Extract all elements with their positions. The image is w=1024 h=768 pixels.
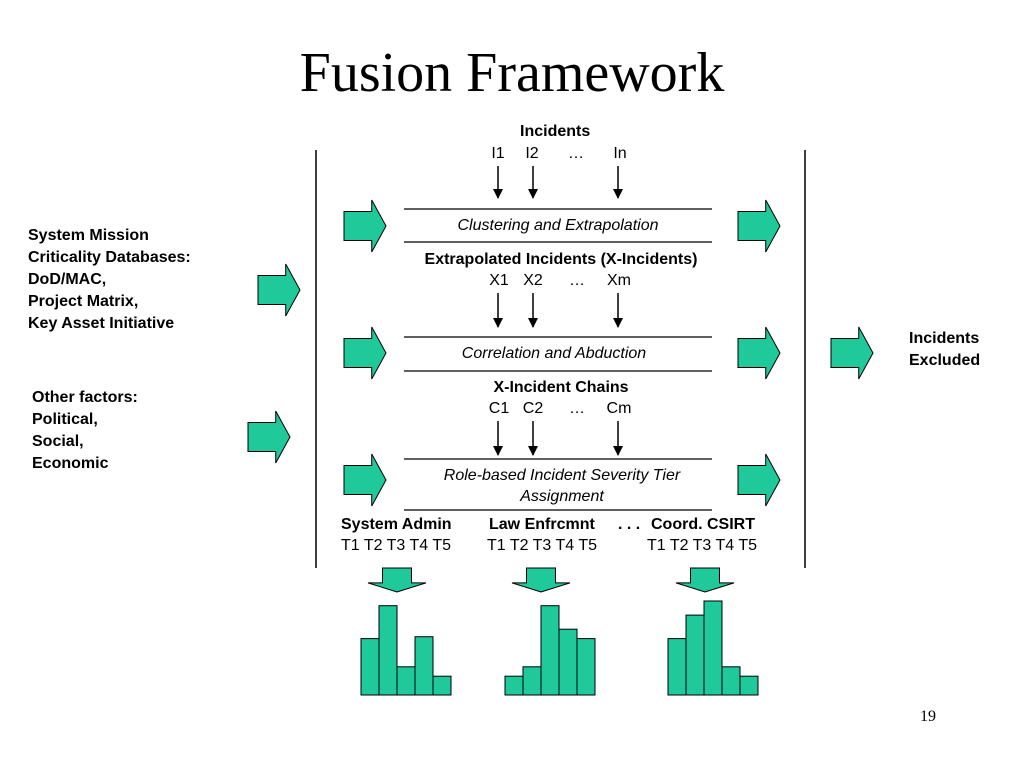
- tier-histogram-bar: [396, 666, 416, 696]
- x-incident-item: X2: [523, 272, 543, 289]
- tier-histogram-bar: [739, 675, 759, 696]
- incidents-heading: Incidents: [520, 123, 591, 140]
- chain-down-arrows: [493, 421, 623, 456]
- chain-item: C1: [488, 400, 510, 417]
- page-number: 19: [920, 708, 936, 725]
- other-factors-text: Other factors: Political, Social, Econom…: [32, 389, 138, 472]
- x-incident-item: X1: [489, 272, 509, 289]
- severity-stage-label-line2: Assignment: [520, 488, 604, 505]
- role-coord-csirt-name: Coord. CSIRT: [651, 516, 755, 533]
- criticality-databases-text: System Mission Criticality Databases: Do…: [28, 227, 191, 332]
- right-arrow-icon: [247, 410, 291, 464]
- tier-histogram-bar: [540, 605, 560, 696]
- tier-histogram-bar: [558, 628, 578, 696]
- right-arrow-icon: [830, 326, 874, 380]
- chain-item: …: [569, 400, 585, 417]
- incident-item: I1: [491, 145, 505, 162]
- right-arrow-icon: [343, 199, 387, 253]
- correlation-stage-label: Correlation and Abduction: [461, 345, 647, 362]
- role-coord-csirt-tiers: T1 T2 T3 T4 T5: [647, 537, 757, 554]
- tier-histogram-bar: [685, 614, 705, 696]
- roles-ellipsis: . . .: [618, 516, 641, 533]
- tier-histogram-bar: [504, 675, 524, 696]
- right-arrow-icon: [343, 326, 387, 380]
- down-arrow-icon: [367, 567, 427, 593]
- tier-histogram-bar: [703, 600, 723, 696]
- tier-histogram-bar: [432, 675, 452, 696]
- incident-down-arrows: [493, 166, 623, 199]
- x-incident-item: …: [569, 272, 585, 289]
- x-incident-item: Xm: [607, 272, 631, 289]
- incident-item: In: [613, 145, 627, 162]
- right-arrow-icon: [737, 453, 781, 507]
- tier-histogram-bar: [414, 636, 434, 696]
- incident-item: …: [568, 145, 584, 162]
- tier-histogram-bar: [721, 666, 741, 696]
- down-arrow-icon: [511, 567, 571, 593]
- tier-histogram-bar: [576, 638, 596, 696]
- x-incident-down-arrows: [493, 293, 623, 328]
- right-arrow-icon: [343, 453, 387, 507]
- chains-heading: X-Incident Chains: [493, 379, 629, 396]
- role-system-admin-tiers: T1 T2 T3 T4 T5: [341, 537, 451, 554]
- extrapolated-heading: Extrapolated Incidents (X-Incidents): [424, 251, 698, 268]
- tier-histogram-bar: [522, 666, 542, 696]
- role-law-enforcement-name: Law Enfrcmnt: [489, 516, 595, 533]
- incidents-excluded-text: Incidents Excluded: [909, 330, 981, 369]
- role-law-enforcement-tiers: T1 T2 T3 T4 T5: [487, 537, 597, 554]
- right-arrow-icon: [737, 326, 781, 380]
- chain-item: C2: [522, 400, 544, 417]
- right-arrow-icon: [737, 199, 781, 253]
- incident-item: I2: [525, 145, 539, 162]
- tier-histogram-bar: [378, 605, 398, 696]
- tier-histogram-bar: [667, 638, 687, 696]
- down-arrow-icon: [675, 567, 735, 593]
- role-system-admin-name: System Admin: [341, 516, 452, 533]
- tier-histogram-bar: [360, 638, 380, 696]
- right-arrow-icon: [257, 263, 301, 317]
- severity-stage-label-line1: Role-based Incident Severity Tier: [443, 467, 681, 484]
- slide-title: Fusion Framework: [299, 42, 725, 104]
- chain-item: Cm: [606, 400, 632, 417]
- clustering-stage-label: Clustering and Extrapolation: [457, 217, 659, 234]
